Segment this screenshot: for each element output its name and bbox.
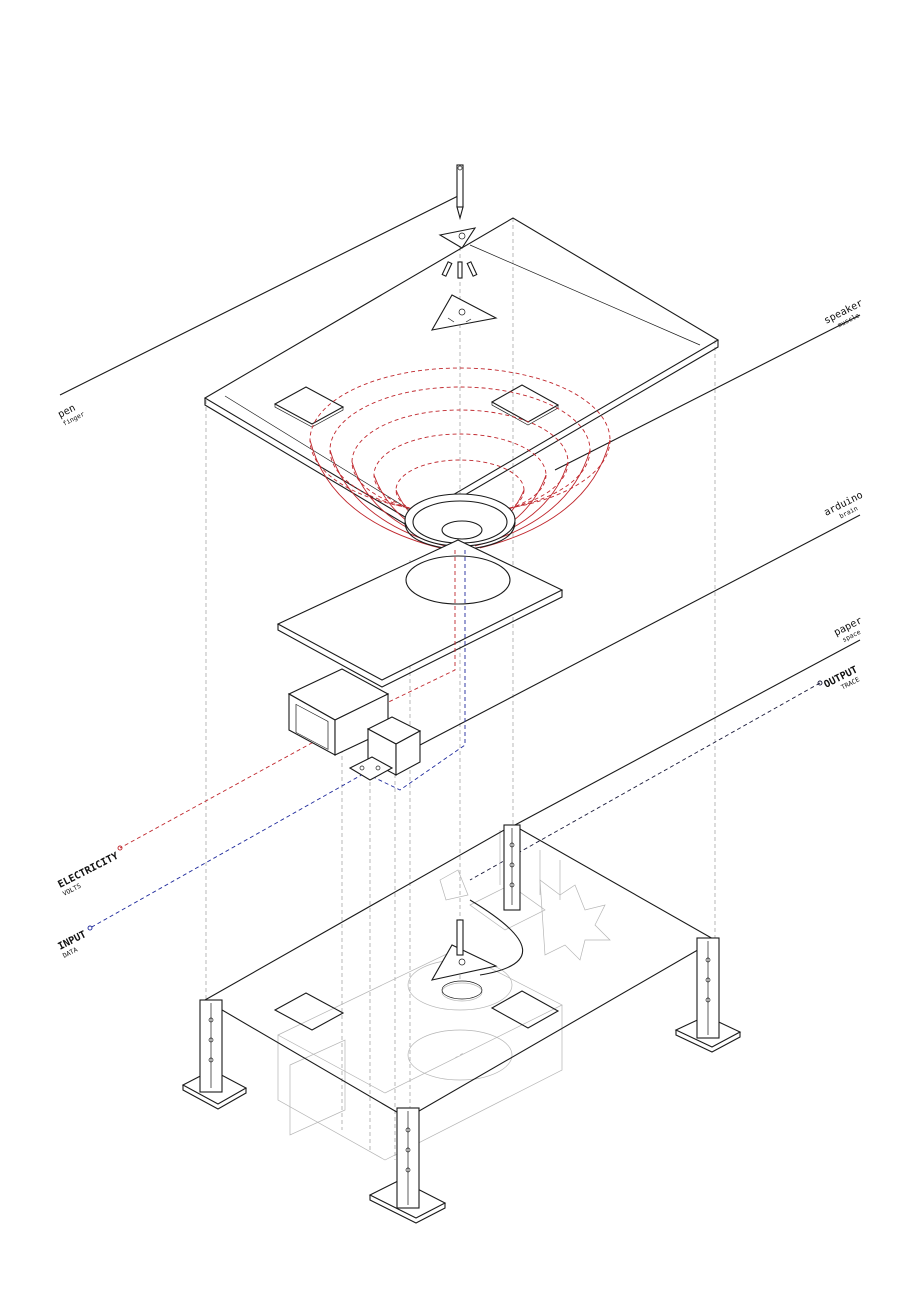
- table-top: [203, 824, 717, 1119]
- arduino-enclosure: [287, 668, 422, 781]
- table-ghost-interior: [277, 830, 611, 1161]
- pen-assembly: [430, 164, 498, 331]
- label-paper: paper space: [832, 615, 864, 644]
- electricity-terminal: [117, 845, 123, 851]
- table-legs: [181, 824, 742, 1224]
- leader-lines: [59, 194, 861, 826]
- label-pen: pen finger: [56, 403, 86, 428]
- wires: [89, 550, 821, 929]
- label-electricity-main: ELECTRICITY: [56, 851, 120, 891]
- input-terminal: [87, 925, 93, 931]
- alignment-guides: [205, 218, 716, 1160]
- label-input: INPUT DATA: [56, 929, 88, 960]
- output-terminal: [817, 680, 823, 686]
- mid-plate: [276, 539, 564, 688]
- label-output: OUTPUT TRACE: [822, 664, 861, 691]
- label-arduino: arduino brain: [822, 490, 865, 521]
- label-speaker: speaker muscle: [822, 298, 865, 330]
- label-electricity: ELECTRICITY VOLTS: [56, 851, 120, 898]
